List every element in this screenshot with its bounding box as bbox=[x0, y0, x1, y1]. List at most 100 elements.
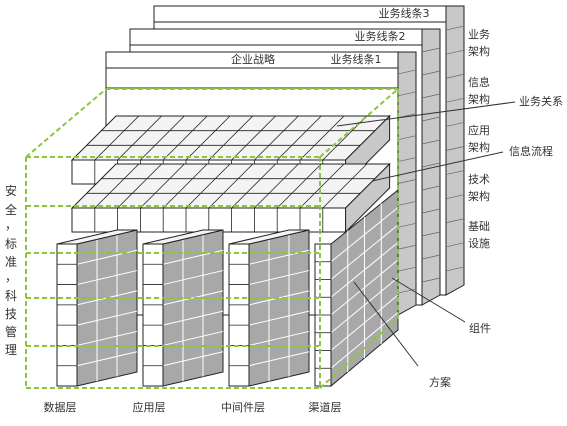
slab-top-grid bbox=[231, 163, 276, 209]
dashed-line bbox=[25, 88, 107, 158]
column-side-grid bbox=[248, 330, 310, 346]
column-front bbox=[56, 243, 78, 387]
business-line-2-label: 业务线条2 bbox=[355, 29, 406, 43]
slab-top-grid bbox=[322, 163, 368, 209]
column-side-grid bbox=[162, 310, 224, 326]
panel-side-grid bbox=[445, 73, 465, 79]
panel-side-grid bbox=[421, 93, 441, 99]
panel-side-grid bbox=[445, 266, 465, 272]
slab-top-grid bbox=[208, 163, 254, 209]
slab-top-grid bbox=[208, 115, 254, 161]
panel-side-grid bbox=[445, 122, 465, 127]
panel-side-grid bbox=[421, 162, 441, 168]
panel-side-grid bbox=[445, 170, 465, 175]
panel-side-grid bbox=[397, 222, 417, 228]
left-char-5: ， bbox=[5, 270, 17, 284]
column-side-grid bbox=[248, 310, 310, 326]
left-char-7: 技 bbox=[5, 307, 17, 321]
architecture-labels: 业务 架构 信息 架构 应用 架构 技术 架构 基础 设施 bbox=[468, 28, 490, 250]
arch-label-tech-2: 架构 bbox=[468, 189, 490, 203]
leader-business-relation bbox=[336, 101, 516, 127]
slab-top-grid bbox=[299, 115, 345, 161]
left-char-2: ， bbox=[5, 218, 17, 232]
slab-top-grid bbox=[185, 163, 231, 209]
panel-side-grid bbox=[421, 208, 441, 214]
arch-label-infra-2: 设施 bbox=[468, 237, 490, 250]
lower-slab bbox=[70, 162, 391, 234]
panel-side-grid bbox=[397, 91, 417, 97]
column-side-grid bbox=[76, 330, 138, 346]
bottom-label-application: 应用层 bbox=[133, 400, 166, 414]
panel-side bbox=[445, 5, 465, 296]
arch-label-business-2: 架构 bbox=[468, 44, 490, 58]
panel-side-grid bbox=[445, 194, 465, 200]
left-char-0: 安 bbox=[5, 183, 17, 198]
leader-component bbox=[391, 277, 466, 323]
slab-top-grid bbox=[254, 163, 299, 209]
panel-side-grid bbox=[421, 70, 441, 76]
panel-side-grid bbox=[445, 242, 465, 248]
panel-side-grid bbox=[421, 277, 441, 283]
left-char-4: 准 bbox=[5, 255, 17, 269]
panel-side-grid bbox=[397, 266, 417, 272]
slab-side bbox=[345, 162, 391, 234]
slab-top-grid bbox=[276, 163, 322, 209]
bottom-label-channel: 渠道层 bbox=[309, 400, 342, 414]
arch-label-tech-1: 技术 bbox=[468, 173, 490, 186]
callout-leaders bbox=[336, 101, 516, 367]
column-side-grid bbox=[248, 270, 310, 286]
left-char-8: 管 bbox=[5, 324, 17, 339]
slab-top-grid bbox=[117, 115, 162, 161]
left-char-3: 标 bbox=[5, 237, 17, 251]
bottom-label-data: 数据层 bbox=[44, 400, 77, 414]
slab-top-grid bbox=[94, 163, 140, 209]
panel-side bbox=[397, 51, 417, 316]
panel-side-grid bbox=[397, 157, 417, 162]
panel-side-grid bbox=[421, 231, 441, 237]
panel-side-grid bbox=[397, 201, 417, 206]
horizontal-layer-slabs bbox=[70, 114, 391, 234]
enterprise-strategy-label: 企业战略 bbox=[231, 52, 275, 66]
slab-top-grid bbox=[185, 115, 231, 161]
panel-side-grid bbox=[397, 244, 417, 250]
column-side-grid bbox=[76, 270, 138, 286]
slab-top-grid bbox=[140, 115, 185, 161]
panel-side-grid bbox=[421, 47, 441, 53]
leader-solution bbox=[353, 281, 419, 367]
slab-top-grid bbox=[117, 163, 162, 209]
panel-side-grid bbox=[421, 139, 441, 145]
bottom-label-middleware: 中间件层 bbox=[221, 401, 265, 414]
column-side-grid bbox=[248, 351, 310, 367]
arch-label-info-2: 架构 bbox=[468, 92, 490, 106]
business-line-1-label: 业务线条1 bbox=[331, 52, 382, 66]
panel-side-grid bbox=[445, 49, 465, 55]
slab-top-grid bbox=[94, 115, 140, 161]
panel-side-grid bbox=[445, 97, 465, 103]
column-application bbox=[142, 229, 224, 387]
column-side-grid bbox=[76, 351, 138, 367]
panel-side-grid bbox=[397, 135, 417, 141]
panel-side-grid bbox=[421, 185, 441, 191]
arch-label-app-1: 应用 bbox=[468, 123, 490, 137]
slab-top-grid bbox=[231, 115, 276, 161]
column-front bbox=[228, 243, 250, 387]
panel-side-grid bbox=[421, 116, 441, 122]
callout-solution: 方案 bbox=[429, 375, 451, 389]
slab-top-grid bbox=[254, 115, 299, 161]
slab-top-grid bbox=[162, 115, 208, 161]
slab-top-grid bbox=[299, 163, 345, 209]
leader-info-flow bbox=[371, 151, 504, 182]
arch-label-app-2: 架构 bbox=[468, 140, 490, 154]
panel-side-grid bbox=[445, 25, 465, 31]
panel-side-grid bbox=[397, 69, 417, 75]
panel-side-grid bbox=[445, 218, 465, 224]
panel-side-grid bbox=[421, 254, 441, 260]
arch-label-info-1: 信息 bbox=[468, 75, 490, 89]
column-side-grid bbox=[162, 290, 224, 306]
column-front bbox=[142, 243, 164, 387]
slab-top-grid bbox=[140, 163, 185, 209]
column-side-grid bbox=[162, 330, 224, 346]
arch-label-business-1: 业务 bbox=[468, 28, 490, 41]
